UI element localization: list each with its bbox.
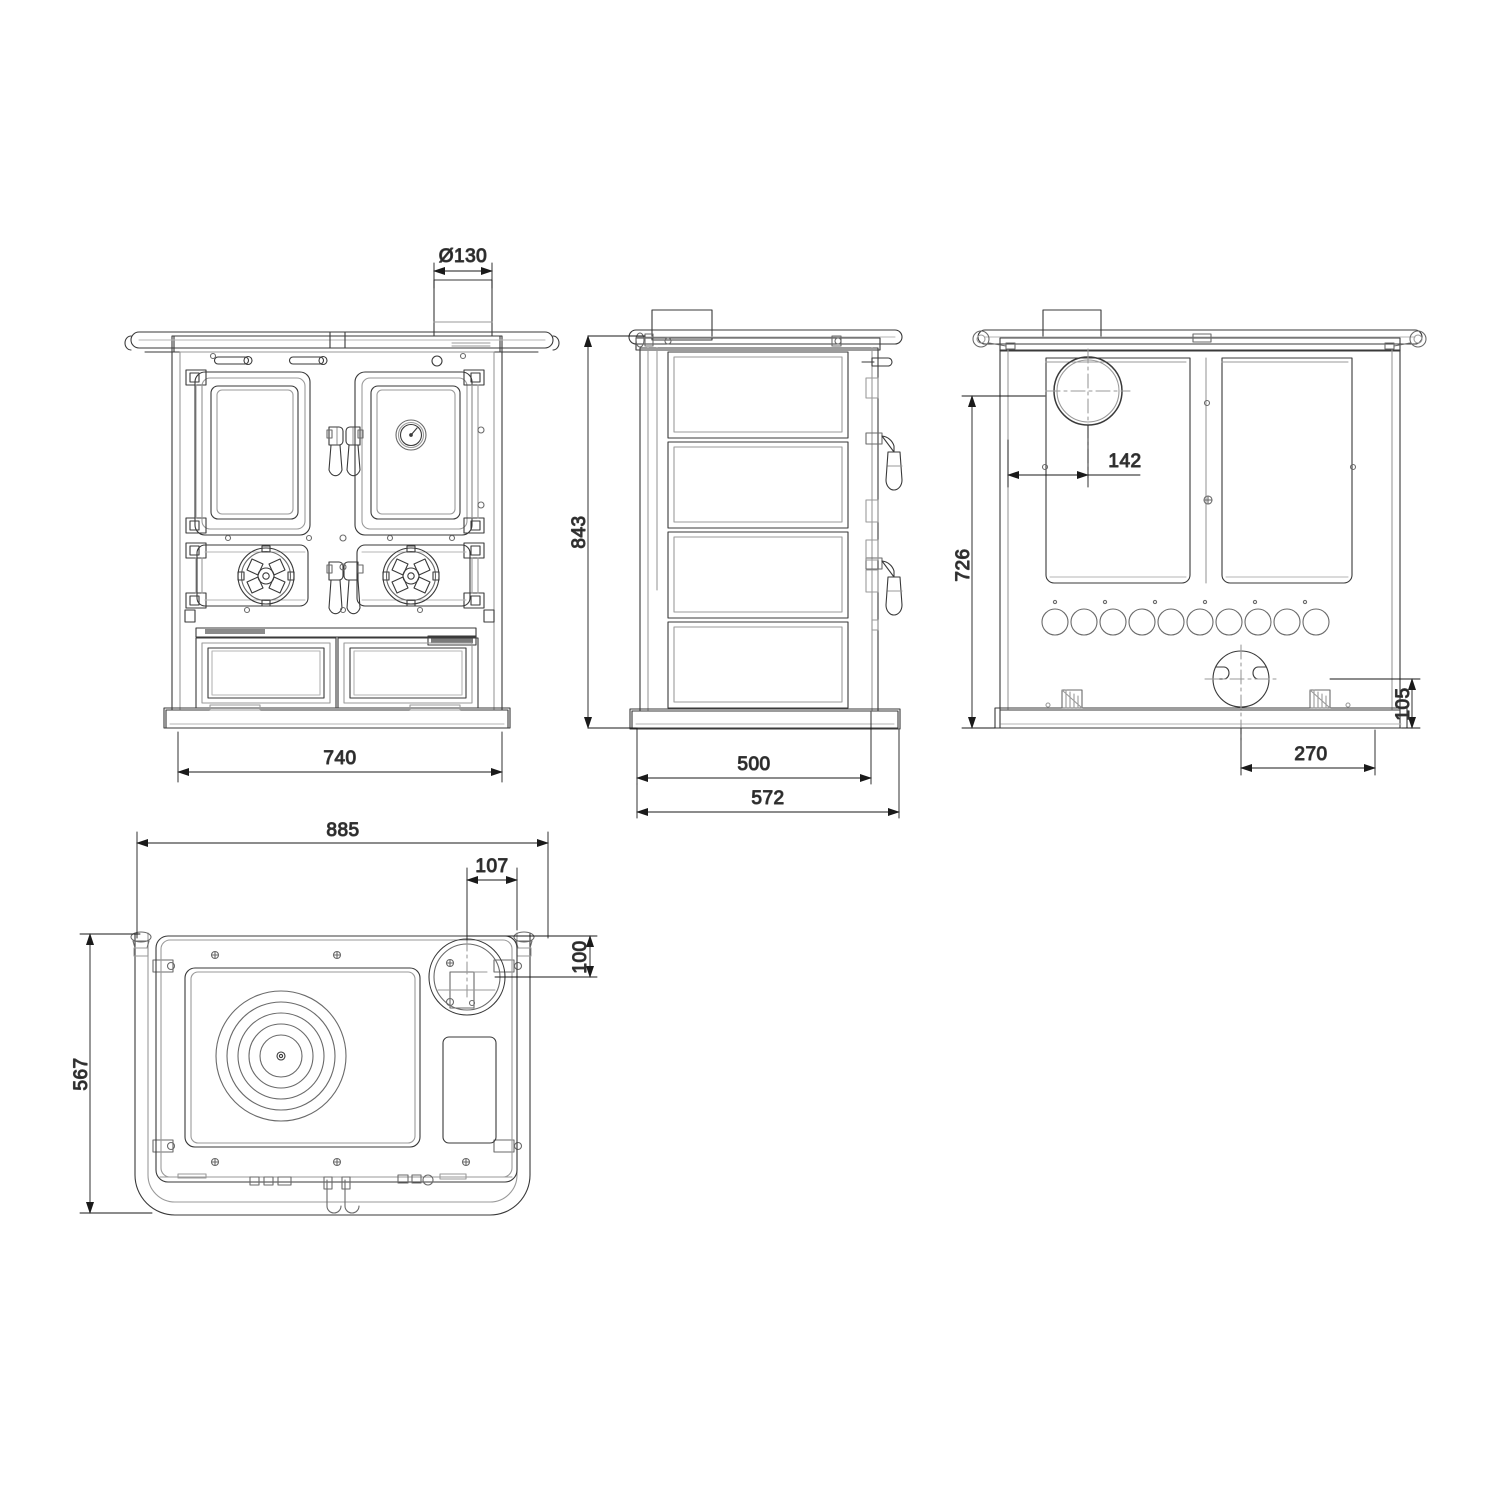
side-top-plate [628, 329, 903, 351]
dim-rear-plinth-height [1329, 678, 1421, 729]
dim-label-top-flue-x: 107 [475, 856, 508, 877]
dim-top-flue-x [466, 867, 518, 941]
rear-flue-collar [1042, 309, 1102, 339]
top-hotplate-rings [215, 990, 347, 1122]
dim-flue-diameter [433, 262, 493, 289]
side-flue-collar [651, 309, 713, 341]
front-flue-collar [433, 279, 493, 337]
dim-top-width [136, 831, 549, 939]
side-lever-lower [865, 557, 903, 616]
dim-label-overall-height: 843 [569, 515, 590, 548]
side-body [629, 347, 901, 730]
front-view: Ø130 740 [124, 245, 560, 783]
hotplate-wheel-left [237, 545, 295, 607]
dim-top-depth [79, 933, 153, 1214]
top-fasteners [210, 950, 471, 1167]
dim-label-flue-diameter: Ø130 [439, 246, 487, 267]
front-door-handles-lower[interactable] [326, 534, 364, 615]
dim-label-top-flue-y: 100 [570, 940, 591, 973]
front-door-hinges [184, 369, 495, 623]
hotplate-wheel-right [382, 545, 440, 607]
dim-front-width [177, 731, 503, 783]
front-fasteners [209, 352, 467, 614]
dim-side-overall-depth [636, 729, 900, 819]
rear-body [994, 349, 1408, 729]
rear-back-panels [1041, 357, 1357, 584]
side-lever-upper [865, 432, 903, 491]
dim-rear-height [961, 395, 1046, 729]
rear-vent-holes [1041, 599, 1330, 636]
dim-overall-height [584, 335, 646, 729]
top-flue-opening [428, 938, 506, 1016]
side-view: 843 500 572 [568, 309, 903, 819]
dim-label-top-width: 885 [326, 820, 359, 841]
front-body [163, 351, 511, 729]
rear-top-plate [972, 329, 1427, 352]
side-controls[interactable] [861, 357, 903, 631]
top-rail-knob-left [130, 931, 152, 957]
top-plate-body [155, 935, 518, 1183]
front-oven-door-left[interactable] [194, 371, 311, 536]
rear-lower-outlet [1204, 644, 1281, 741]
rear-rail-knob-right [1384, 330, 1427, 350]
dim-label-front-width: 740 [323, 748, 356, 769]
rear-rail-knob-left [972, 330, 1016, 350]
dim-label-top-depth: 567 [71, 1057, 92, 1090]
front-lower-drawer-left[interactable] [195, 637, 337, 709]
top-front-hardware [159, 1173, 513, 1214]
top-cooking-plate [184, 967, 421, 1148]
dim-label-rear-flue-offset: 142 [1108, 451, 1141, 472]
front-trim-rail [195, 627, 477, 646]
side-panels [667, 351, 849, 709]
dim-label-rear-height: 726 [953, 548, 974, 581]
front-upper-slots [213, 355, 443, 367]
front-top-plate [124, 331, 560, 353]
front-lower-drawer-right[interactable] [337, 637, 479, 709]
dim-label-side-body-depth: 500 [737, 754, 770, 775]
dim-rear-outlet-offset [1240, 727, 1376, 776]
thermometer-gauge-icon [395, 419, 427, 451]
dim-label-rear-outlet-offset: 270 [1294, 744, 1327, 765]
top-view: 885 107 100 567 [70, 819, 598, 1216]
rear-feet [1045, 689, 1351, 709]
top-rail-frame [130, 931, 535, 1216]
dim-top-flue-y [467, 935, 598, 978]
top-side-lid [442, 1036, 497, 1144]
dim-rear-flue-offset [1007, 424, 1141, 488]
dim-side-body-depth [636, 711, 872, 785]
dim-label-rear-plinth-height: 105 [1393, 687, 1414, 720]
dim-label-side-overall-depth: 572 [751, 788, 784, 809]
front-firebox-door-right[interactable] [354, 371, 473, 536]
rear-view: 726 142 105 270 [952, 309, 1427, 776]
front-door-handles-upper[interactable] [326, 426, 364, 477]
